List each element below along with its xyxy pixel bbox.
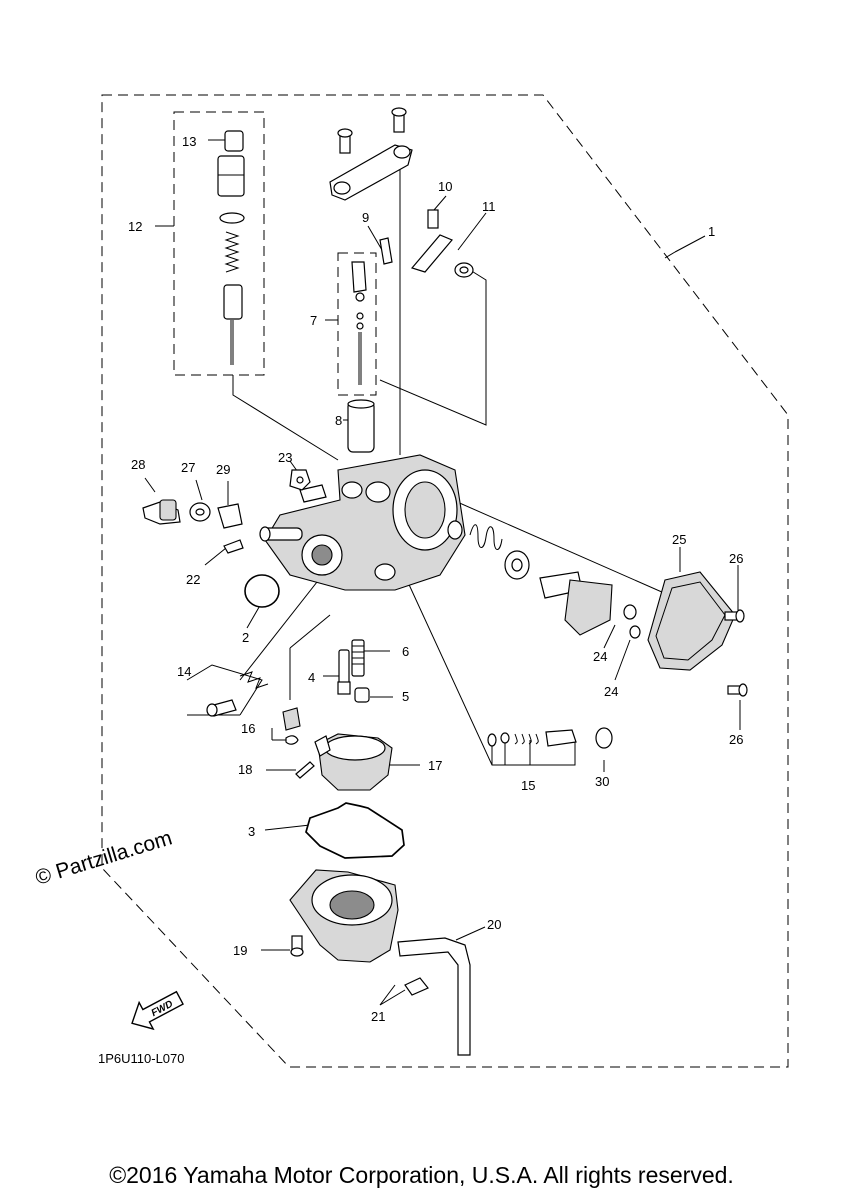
label-25: 25 <box>672 532 686 547</box>
subassembly-box-12 <box>173 111 265 376</box>
screws-26 <box>724 609 748 697</box>
top-cover <box>329 107 413 201</box>
subassembly-box-7 <box>337 252 377 396</box>
label-24b: 24 <box>604 684 618 699</box>
gasket-3 <box>305 802 405 859</box>
label-11: 11 <box>482 199 496 214</box>
assembly-boundary <box>101 94 789 1068</box>
float-bowl <box>289 869 471 1056</box>
label-3: 3 <box>248 824 255 839</box>
label-5: 5 <box>402 689 409 704</box>
label-1: 1 <box>708 224 715 239</box>
label-19: 19 <box>233 943 247 958</box>
label-28: 28 <box>131 457 145 472</box>
label-24a: 24 <box>593 649 607 664</box>
part-labels: 1 2 3 4 5 6 7 8 9 10 11 12 13 14 15 16 1… <box>128 134 743 1024</box>
watermark: © Partzilla.com <box>33 826 175 889</box>
label-16: 16 <box>241 721 255 736</box>
throttle-shaft-parts <box>447 520 641 639</box>
label-12: 12 <box>128 219 142 234</box>
label-18: 18 <box>238 762 252 777</box>
label-2: 2 <box>242 630 249 645</box>
copyright-footer: ©2016 Yamaha Motor Corporation, U.S.A. A… <box>109 1162 734 1188</box>
label-21: 21 <box>371 1009 385 1024</box>
label-9: 9 <box>362 210 369 225</box>
label-17: 17 <box>428 758 442 773</box>
pilot-screw-15-cap-30 <box>487 727 613 749</box>
label-4: 4 <box>308 670 315 685</box>
label-13: 13 <box>182 134 196 149</box>
label-6: 6 <box>402 644 409 659</box>
throttle-stop-parts <box>142 469 311 554</box>
diagram-code: 1P6U110-L070 <box>98 1051 185 1066</box>
label-30: 30 <box>595 774 609 789</box>
label-22: 22 <box>186 572 200 587</box>
label-20: 20 <box>487 917 501 932</box>
carburetor-body <box>259 454 466 591</box>
part-12-assembly <box>217 130 245 365</box>
label-29: 29 <box>216 462 230 477</box>
label-23: 23 <box>278 450 292 465</box>
leader-lines <box>144 139 741 1006</box>
label-10: 10 <box>438 179 452 194</box>
label-26b: 26 <box>729 732 743 747</box>
needle-valve-16 <box>282 707 301 745</box>
label-8: 8 <box>335 413 342 428</box>
screw-spring-14 <box>206 671 269 717</box>
label-15: 15 <box>521 778 535 793</box>
o-ring-2 <box>244 574 280 608</box>
needle-assembly <box>347 209 474 453</box>
side-cover-25 <box>647 571 736 671</box>
fwd-arrow-icon: FWD <box>131 990 184 1031</box>
label-27: 27 <box>181 460 195 475</box>
label-7: 7 <box>310 313 317 328</box>
label-26a: 26 <box>729 551 743 566</box>
jets-4-5-6 <box>337 639 370 703</box>
float-17-pin-18 <box>295 733 393 791</box>
label-14: 14 <box>177 664 191 679</box>
fwd-text: FWD <box>150 999 175 1019</box>
